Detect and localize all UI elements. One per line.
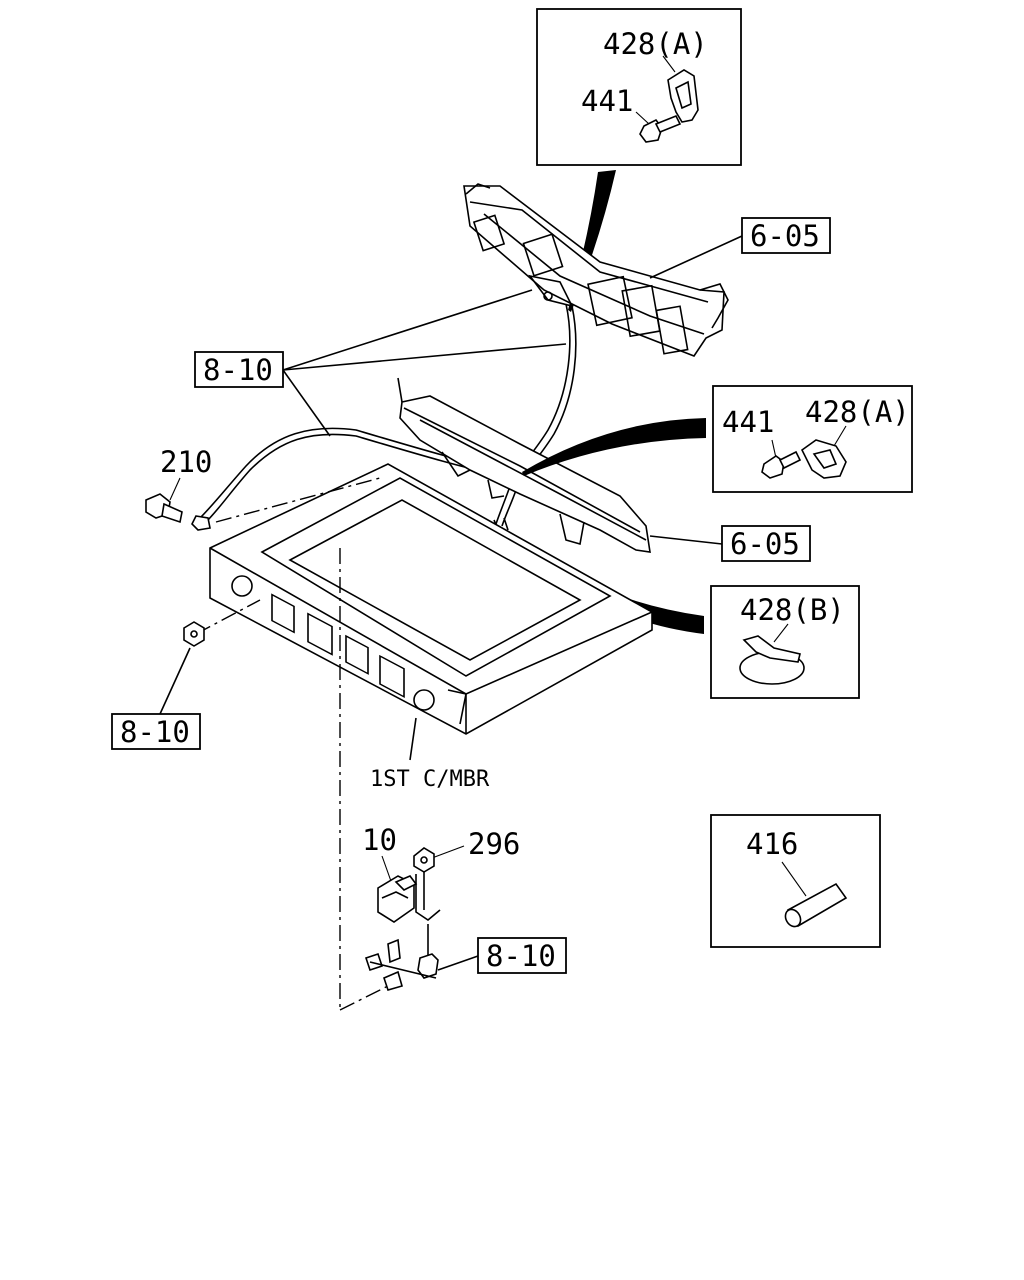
bolt-210-icon (145, 493, 183, 524)
label-428a-mid: 428(A) (805, 395, 910, 429)
bolt-441-mid-icon (761, 450, 802, 479)
label-8-10-harness: 8-10 (203, 353, 273, 387)
nut-296-icon (413, 847, 435, 873)
label-6-05-lower: 6-05 (730, 527, 800, 561)
label-1st-crossmember: 1ST C/MBR (370, 767, 490, 792)
label-6-05-upper: 6-05 (750, 219, 820, 253)
first-crossmember (209, 463, 653, 735)
cable-band-428b-icon (739, 635, 805, 685)
detail-box-middle: 441 428(A) (712, 385, 913, 493)
bolt-441-top-icon (639, 114, 682, 143)
ref-box-lower-bracket: 6-05 (649, 525, 811, 562)
ref-box-nut: 8-10 (111, 713, 201, 750)
ref-box-relay-bracket: 8-10 (437, 937, 567, 974)
ref-box-upper-panel: 6-05 (649, 217, 831, 279)
label-8-10-nut: 8-10 (120, 715, 190, 749)
detail-box-band: 428(B) (710, 585, 860, 699)
detail-pointer-band (508, 534, 704, 634)
label-428a-top: 428(A) (603, 27, 708, 61)
detail-box-sleeve: 416 (710, 814, 881, 948)
ref-box-harness: 8-10 (194, 289, 567, 437)
ground-bolt-210: 210 (145, 445, 212, 524)
clip-428a-mid-icon (800, 439, 847, 479)
label-416: 416 (746, 827, 798, 861)
label-428b: 428(B) (740, 593, 845, 627)
relay-assembly: 10 296 (362, 823, 520, 991)
relay-10-icon (377, 875, 418, 923)
label-8-10-relay: 8-10 (486, 939, 556, 973)
label-441-mid: 441 (722, 405, 774, 439)
label-296: 296 (468, 827, 520, 861)
sleeve-416-icon (784, 882, 848, 928)
detail-pointer-middle (522, 418, 706, 476)
upper-support-panel (463, 183, 729, 357)
nut-icon (183, 621, 205, 647)
label-10: 10 (362, 823, 397, 857)
clip-428a-top-icon (667, 69, 699, 123)
label-210: 210 (160, 445, 212, 479)
relay-bracket-icon (364, 872, 441, 991)
label-441-top: 441 (581, 84, 633, 118)
detail-box-top: 428(A) 441 (536, 8, 742, 166)
